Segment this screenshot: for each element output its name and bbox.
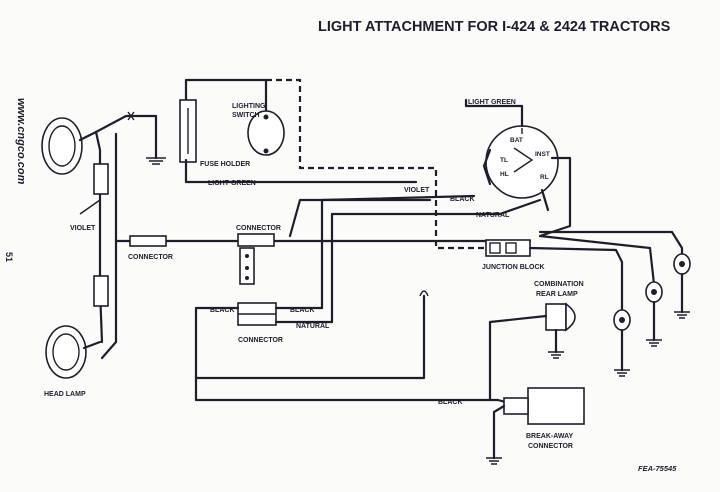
center-connector-bottom-label: CONNECTOR [238,337,283,344]
lower-connector-wires [274,306,334,324]
center-connector-top [237,233,275,247]
light-green-top-wire [492,104,524,128]
black-switch-label: BLACK [450,196,475,203]
lamp-wire-2 [538,234,656,286]
lower-head-lamp [45,325,102,379]
left-connector [129,235,167,247]
light-green-top-label: LIGHT GREEN [468,99,516,106]
light-green-top-lead [464,98,496,108]
lamp-connector-lower [93,275,109,307]
ground-icon [674,311,690,319]
violet-mid-label: VIOLET [404,187,430,194]
natural-switch-wire [330,198,542,324]
lamp-harness-return [100,132,118,360]
natural-lower-label: NATURAL [296,323,330,330]
breakaway-label-1: BREAK-AWAY [526,433,574,440]
fuse-to-switch-wire [184,78,268,120]
dashed-switch-wire [266,78,486,250]
loop-wire [194,294,426,380]
lamp-wire-3 [538,230,684,258]
ground-icon [146,157,166,165]
side-url: www.cngco.com [15,98,27,185]
tl-hl-wire [482,148,492,186]
inst-terminal: INST [535,151,550,158]
splice-icon [127,111,135,121]
black-bottom-label: BLACK [438,399,463,406]
break-away-connector [486,387,585,465]
bat-terminal: BAT [510,137,523,144]
head-lamp-label: HEAD LAMP [44,391,86,398]
wire-end-hook [419,290,429,297]
lamp-connector-upper [93,163,109,195]
hl-terminal: HL [500,171,509,178]
rl-wire [540,188,550,212]
switch-contacts [513,128,534,173]
violet-switch-wire [288,198,432,238]
upper-lamp-ground-wire [94,114,158,160]
breakaway-label-2: CONNECTOR [528,443,573,450]
lighting-switch-label-2: SWITCH [232,112,260,119]
rear-lamp-socket-3 [673,253,691,319]
violet-leader [79,199,101,215]
diagram-title: LIGHT ATTACHMENT FOR I-424 & 2424 TRACTO… [318,19,671,35]
violet-left-label: VIOLET [70,225,96,232]
junction-block-label: JUNCTION BLOCK [482,264,545,271]
combination-label-2: REAR LAMP [536,291,578,298]
natural-switch-label: NATURAL [476,212,510,219]
ground-icon [646,339,662,347]
combination-rear-lamp [488,302,576,402]
lighting-switch [247,110,285,156]
page-number: 51 [4,252,14,262]
lamp-harness-wire [94,130,104,344]
rear-lamp-socket-1 [613,309,631,377]
rear-lamp-socket-2 [645,281,663,347]
light-green-left-label: LIGHT GREEN [208,180,256,187]
center-connector-top-label: CONNECTOR [236,225,281,232]
black-right-label: BLACK [290,307,315,314]
light-green-wire [184,158,418,184]
lighting-switch-label-1: LIGHTING [232,103,266,110]
upper-head-lamp [41,117,98,175]
ground-icon [486,457,502,465]
black-switch-wire [320,194,476,310]
fuse-holder-label: FUSE HOLDER [200,161,250,168]
lamp-wire-1 [528,246,624,314]
black-left-label: BLACK [210,307,235,314]
combination-label-1: COMBINATION [534,281,584,288]
rl-terminal: RL [540,174,549,181]
tl-terminal: TL [500,157,508,164]
figure-code: FEA-75545 [638,464,677,473]
ground-icon [548,351,564,359]
ground-icon [614,369,630,377]
left-connector-label: CONNECTOR [128,254,173,261]
